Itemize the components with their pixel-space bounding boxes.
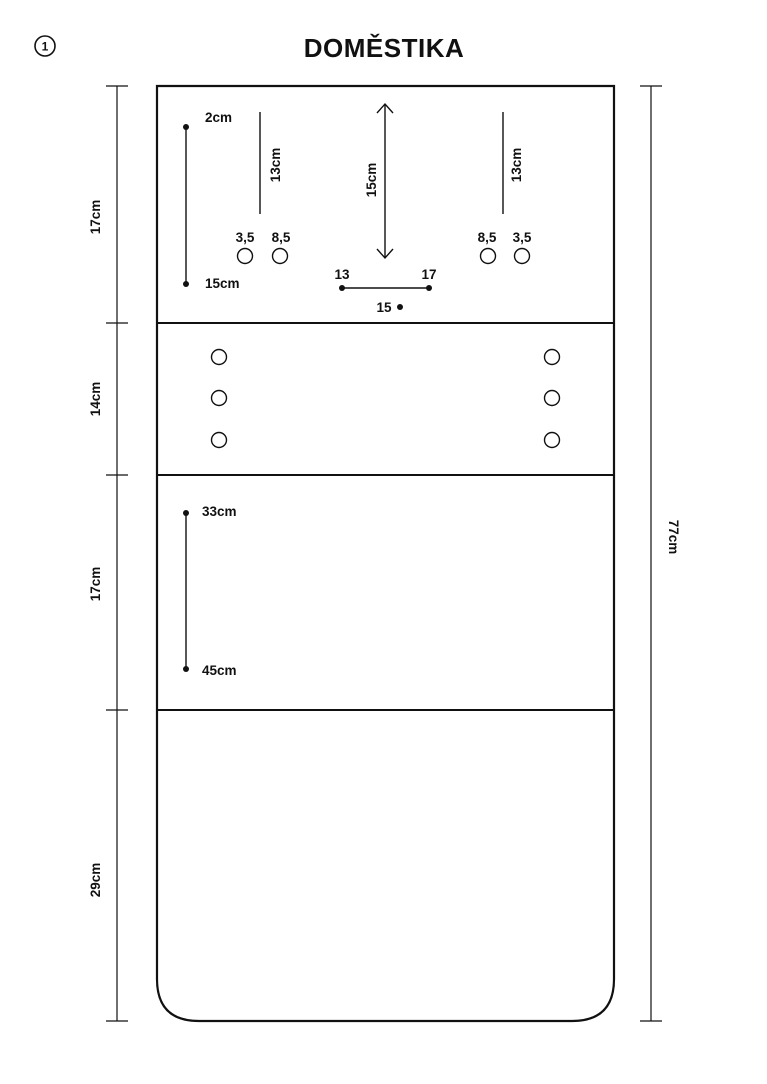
- section1-center-point-label: 15: [376, 300, 392, 315]
- brand-logo: DOMĚSTIKA: [304, 33, 465, 63]
- section1-left-slit-label: 13cm: [268, 148, 283, 183]
- section1-left-hole-1: [236, 247, 254, 265]
- section1-center-arrow-label: 15cm: [364, 163, 379, 198]
- section2-left-hole-2: [210, 389, 228, 407]
- section3-marker-bottom-label: 45cm: [202, 663, 237, 678]
- section1-center-point: [397, 304, 403, 310]
- left-dimension-bar: [106, 85, 128, 1022]
- section2-holes: [210, 348, 561, 449]
- section2-left-hole-3: [210, 431, 228, 449]
- step-badge: 1: [34, 35, 56, 57]
- section1-left-hole-label-2: 8,5: [272, 230, 291, 245]
- step-badge-circle: [34, 35, 56, 57]
- section1-right-slit-label: 13cm: [509, 148, 524, 183]
- section1-marker-top-label: 2cm: [205, 110, 232, 125]
- section1-range-marker: [339, 285, 432, 291]
- section1-right-hole-label-1: 8,5: [478, 230, 497, 245]
- dimension-label-section-1: 17cm: [88, 200, 103, 235]
- section1-left-hole-label-1: 3,5: [236, 230, 255, 245]
- dimension-label-total: 77cm: [666, 520, 681, 555]
- step-number: 1: [42, 40, 49, 54]
- section1-marker-bottom-label: 15cm: [205, 276, 240, 291]
- section1-right-hole-label-2: 3,5: [513, 230, 532, 245]
- pattern-outline: [155, 84, 616, 1023]
- section1-range-start-label: 13: [334, 267, 350, 282]
- section2-right-hole-2: [543, 389, 561, 407]
- section1-right-hole-1: [479, 247, 497, 265]
- section1-left-hole-2: [271, 247, 289, 265]
- section1-right-hole-2: [513, 247, 531, 265]
- section1-center-arrow: [376, 102, 394, 260]
- dimension-label-section-4: 29cm: [88, 863, 103, 898]
- section2-left-hole-1: [210, 348, 228, 366]
- section2-right-hole-3: [543, 431, 561, 449]
- dimension-label-section-3: 17cm: [88, 567, 103, 602]
- right-dimension-bar: [640, 85, 662, 1022]
- section3-marker-top-label: 33cm: [202, 504, 237, 519]
- section1-range-end-label: 17: [421, 267, 436, 282]
- section2-right-hole-1: [543, 348, 561, 366]
- section1-left-marker: [183, 124, 189, 287]
- section3-marker: [183, 510, 189, 672]
- dimension-label-section-2: 14cm: [88, 382, 103, 417]
